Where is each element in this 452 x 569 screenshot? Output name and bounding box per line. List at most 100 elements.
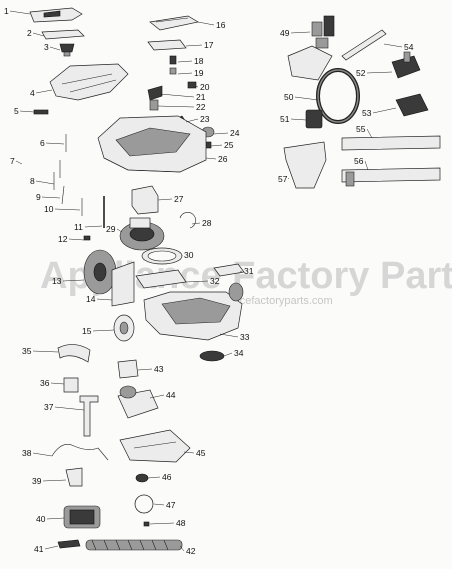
callout-47: 47 [166, 500, 176, 510]
part-57-bag [283, 141, 327, 189]
callout-50: 50 [284, 92, 294, 102]
callout-27: 27 [174, 194, 184, 204]
part-44-elbow [117, 385, 159, 419]
callout-52: 52 [356, 68, 366, 78]
callout-leader-34 [223, 352, 233, 357]
callout-11: 11 [74, 222, 83, 232]
callout-40: 40 [36, 514, 46, 524]
part-12-clip [83, 235, 91, 241]
callout-43: 43 [154, 364, 164, 374]
part-17-filter [147, 39, 187, 51]
callout-17: 17 [204, 40, 214, 50]
callout-leader-45 [183, 451, 195, 454]
callout-36: 36 [40, 378, 50, 388]
callout-41: 41 [34, 544, 44, 554]
callout-leader-56 [364, 160, 369, 171]
callout-leader-1 [9, 10, 31, 15]
callout-leader-21 [159, 93, 195, 98]
callout-28: 28 [202, 218, 212, 228]
callout-33: 33 [240, 332, 250, 342]
part-35-hook [57, 344, 91, 363]
callout-leader-31 [239, 270, 243, 273]
callout-leader-15 [92, 329, 115, 332]
callout-leader-20 [195, 85, 199, 88]
part-10-11-pins [81, 196, 105, 228]
part-42-brush-roll [85, 539, 183, 551]
callout-layer: 1234567891011121314151617181920212223242… [4, 6, 414, 556]
callout-14: 14 [86, 294, 96, 304]
callout-leader-17 [185, 44, 203, 47]
callout-53: 53 [362, 108, 372, 118]
callout-8: 8 [30, 176, 35, 186]
callout-leader-25 [210, 144, 223, 147]
callout-13: 13 [52, 276, 62, 286]
part-13-fan [83, 249, 117, 295]
part-37-handle [79, 395, 99, 437]
callout-leader-14 [96, 298, 113, 301]
callout-15: 15 [82, 326, 92, 336]
callout-6: 6 [40, 138, 45, 148]
part-21-22-latch [147, 85, 163, 111]
part-31-filter [213, 263, 245, 277]
part-2-filter-plate [41, 29, 85, 40]
callout-leader-29 [116, 228, 123, 233]
callout-42: 42 [186, 546, 196, 556]
callout-leader-35 [32, 350, 59, 353]
callout-44: 44 [166, 390, 176, 400]
callout-leader-36 [50, 382, 65, 385]
callout-16: 16 [216, 20, 226, 30]
part-15-wheel [113, 314, 135, 342]
callout-leader-26 [205, 157, 217, 160]
part-46-48-small [134, 473, 154, 527]
callout-leader-46 [147, 476, 161, 479]
callout-25: 25 [224, 140, 234, 150]
callout-leader-6 [45, 142, 65, 145]
callout-32: 32 [210, 276, 220, 286]
callout-26: 26 [218, 154, 228, 164]
part-53-brush-tool [395, 93, 429, 117]
callout-leader-42 [179, 545, 185, 552]
part-39-clip [65, 467, 83, 487]
callout-leader-51 [290, 118, 307, 121]
callout-46: 46 [162, 472, 172, 482]
callout-39: 39 [32, 476, 42, 486]
part-3-knob [59, 43, 75, 57]
part-29-motor [119, 217, 165, 251]
callout-leader-39 [42, 479, 67, 482]
callout-54: 54 [404, 42, 414, 52]
callout-7: 7 [10, 156, 15, 166]
callout-30: 30 [184, 250, 194, 260]
callout-leader-5 [19, 110, 35, 113]
callout-leader-11 [84, 225, 103, 228]
callout-48: 48 [176, 518, 186, 528]
callout-3: 3 [44, 42, 49, 52]
callout-leader-28 [191, 222, 201, 225]
callout-19: 19 [194, 68, 204, 78]
part-30-gasket [141, 247, 183, 265]
callout-leader-33 [219, 333, 239, 338]
callout-leader-37 [54, 406, 85, 411]
part-4-top-cover [49, 63, 129, 101]
part-16-gasket [149, 15, 199, 31]
part-54-wand [341, 29, 387, 61]
part-18-20-small [169, 55, 197, 89]
callout-leader-13 [62, 279, 85, 282]
callout-leader-52 [366, 71, 393, 74]
callout-22: 22 [196, 102, 206, 112]
callout-leader-49 [290, 31, 311, 34]
callout-24: 24 [230, 128, 240, 138]
callout-leader-12 [68, 238, 85, 241]
part-41-belt [57, 539, 81, 549]
part-43-bracket [117, 359, 139, 379]
callout-leader-9 [41, 196, 61, 199]
callout-leader-48 [149, 522, 175, 525]
part-55-56-wands [341, 135, 441, 187]
callout-18: 18 [194, 56, 204, 66]
part-40-brush-motor [63, 505, 101, 529]
part-38-cord [51, 444, 109, 461]
callout-12: 12 [58, 234, 68, 244]
callout-leader-8 [35, 180, 55, 185]
callout-21: 21 [196, 92, 206, 102]
part-26-main-housing [97, 115, 207, 173]
